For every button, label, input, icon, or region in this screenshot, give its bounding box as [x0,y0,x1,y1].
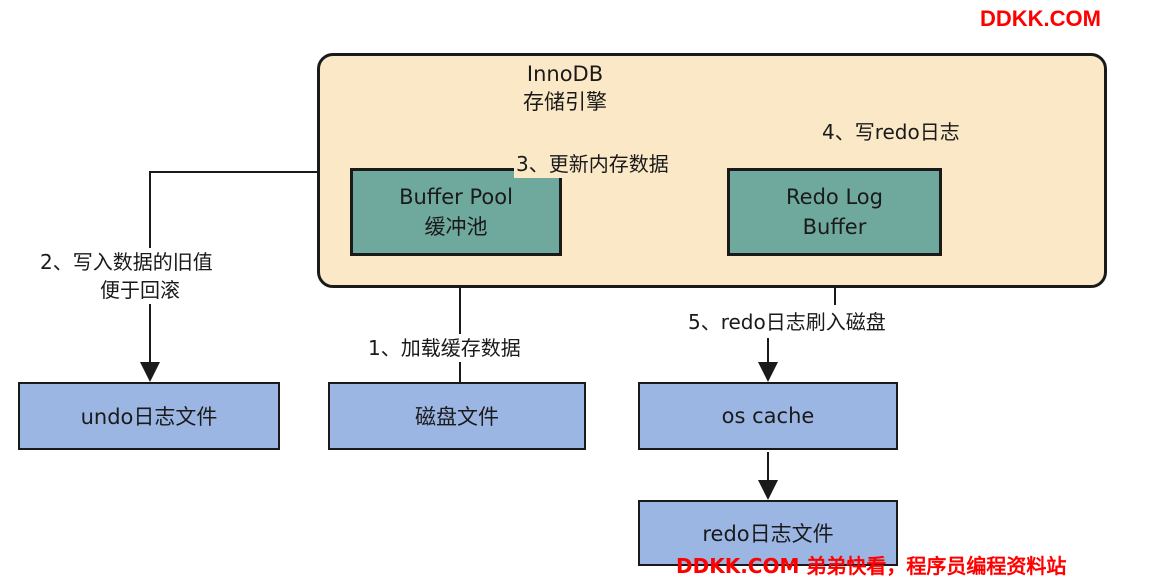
redo-log-buffer-line2: Buffer [802,215,867,239]
buffer-pool-box: Buffer Pool 缓冲池 [350,168,562,256]
redo-log-buffer-line1: Redo Log [786,185,883,209]
watermark-bottom: DDKK.COM 弟弟快看，程序员编程资料站 [676,554,1067,578]
step5-label: 5、redo日志刷入磁盘 [688,308,886,336]
buffer-pool-line2: 缓冲池 [424,215,488,239]
step2-line2: 便于回滚 [100,278,180,302]
step2-line1: 2、写入数据的旧值 [40,250,213,274]
engine-title: InnoDB 存储引擎 [500,60,630,116]
engine-title-line2: 存储引擎 [523,90,607,114]
step3-label: 3、更新内存数据 [514,150,671,178]
redo-file-box: redo日志文件 [638,500,898,566]
arrow-write-undo [140,171,318,382]
step4-label: 4、写redo日志 [820,118,962,146]
step2-label: 2、写入数据的旧值 便于回滚 [40,248,213,304]
undo-file-box: undo日志文件 [18,382,280,450]
step1-label: 1、加载缓存数据 [368,334,521,362]
redo-log-buffer-box: Redo Log Buffer [727,168,942,256]
buffer-pool-line1: Buffer Pool [399,185,513,209]
engine-title-line1: InnoDB [526,62,604,86]
os-cache-box: os cache [638,382,898,450]
disk-file-box: 磁盘文件 [328,382,586,450]
watermark-top: DDKK.COM [980,6,1101,31]
